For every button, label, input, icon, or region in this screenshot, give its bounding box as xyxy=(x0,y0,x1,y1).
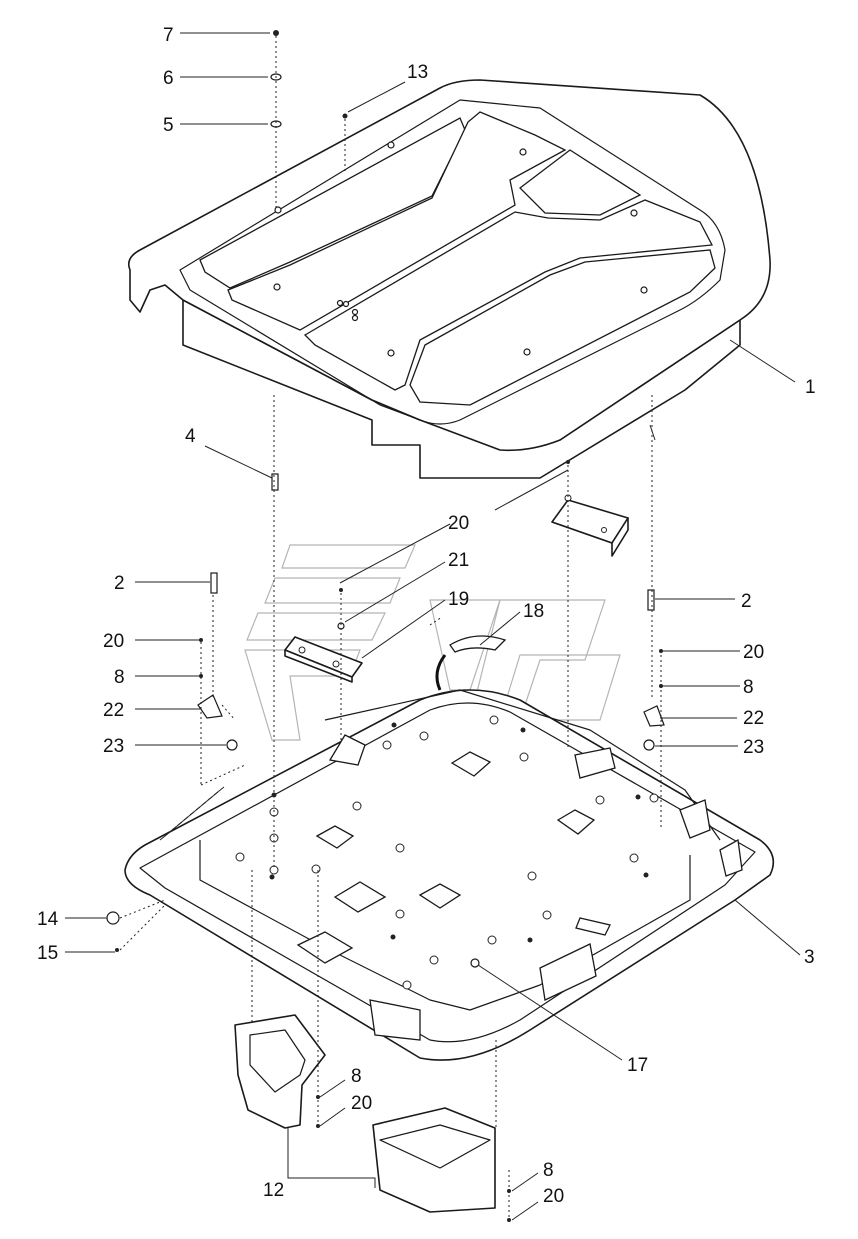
callout-12: 12 xyxy=(263,1180,284,1201)
callout-21: 21 xyxy=(448,550,469,571)
callout-7: 7 xyxy=(163,25,174,46)
callout-15: 15 xyxy=(37,943,58,964)
vent-slats xyxy=(159,786,225,841)
callout-8-lower-left: 8 xyxy=(351,1066,362,1087)
callout-8-left: 8 xyxy=(114,667,125,688)
mounting-bracket-right xyxy=(551,494,629,557)
callout-5: 5 xyxy=(163,115,174,136)
callout-20-lower-right: 20 xyxy=(543,1186,564,1207)
callout-6: 6 xyxy=(163,68,174,89)
callout-23-left: 23 xyxy=(103,736,124,757)
callout-3: 3 xyxy=(804,947,815,968)
callout-22-left: 22 xyxy=(103,700,124,721)
callout-2-left: 2 xyxy=(114,573,125,594)
callout-18: 18 xyxy=(523,601,544,622)
duct-housing-right xyxy=(372,1107,496,1213)
callout-2-right: 2 xyxy=(741,591,752,612)
air-duct-seal xyxy=(435,635,507,691)
leader-lines xyxy=(65,32,801,1221)
callout-14: 14 xyxy=(37,909,59,930)
callout-20-right: 20 xyxy=(743,642,764,663)
callout-labels: 7 6 5 13 1 4 20 21 19 18 2 20 8 22 23 2 … xyxy=(37,25,816,1207)
assembly-lines xyxy=(119,36,662,1222)
callout-22-right: 22 xyxy=(743,708,764,729)
callout-20-left: 20 xyxy=(103,631,124,652)
callout-8-right: 8 xyxy=(743,677,754,698)
callout-23-right: 23 xyxy=(743,737,764,758)
callout-20-upper: 20 xyxy=(448,513,469,534)
callout-8-lower-right: 8 xyxy=(543,1160,554,1181)
fasteners xyxy=(106,30,665,1222)
callout-20-lower-left: 20 xyxy=(351,1093,372,1114)
callout-1: 1 xyxy=(805,377,816,398)
roof-headliner-lower xyxy=(124,689,775,1061)
callout-4: 4 xyxy=(185,426,196,447)
duct-housing-left xyxy=(234,1014,326,1129)
callout-17: 17 xyxy=(627,1055,648,1076)
callout-19: 19 xyxy=(448,589,469,610)
callout-13: 13 xyxy=(407,62,428,83)
mounting-bracket-left xyxy=(284,636,363,683)
roof-top-panel xyxy=(127,79,771,479)
